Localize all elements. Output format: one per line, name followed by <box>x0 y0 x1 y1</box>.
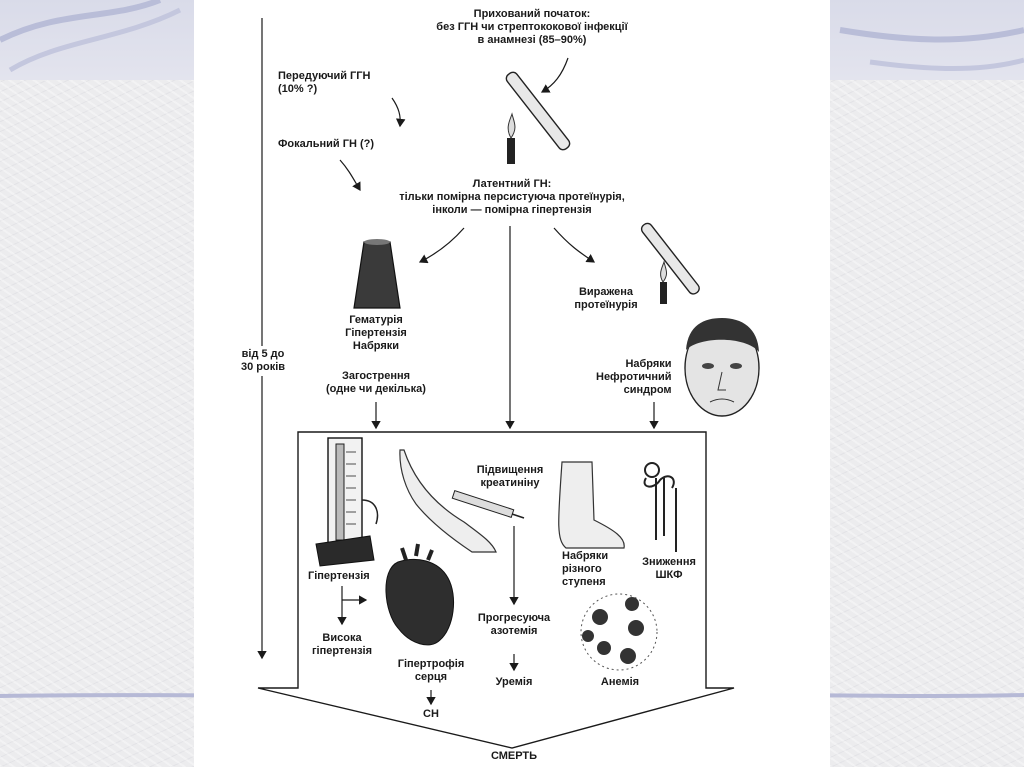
exacerbation-label: Загострення (одне чи декілька) <box>326 370 426 396</box>
latent-right-arrow <box>553 227 595 263</box>
nephrotic-line-2: Нефротичний <box>596 371 672 383</box>
hidden-onset-line-3: в анамнезі (85–90%) <box>477 34 587 46</box>
creatinine-label: Підвищення креатиніну <box>477 464 544 490</box>
hidden-onset-label: Прихований початок: без ГГН чи стрептоко… <box>436 8 627 47</box>
progressive-azotemia-label: Прогресуюча азотемія <box>478 612 550 638</box>
hypertension-label: Гіпертензія <box>308 570 370 582</box>
latent-gn-label: Латентний ГН: тільки помірна персистуюча… <box>399 178 625 217</box>
onset-arrow <box>540 57 569 93</box>
focal-gn-arrow <box>339 159 361 192</box>
high-hypertension-label: Висока гіпертензія <box>312 632 372 658</box>
prior-agn-line-1: Передуючий ГГН <box>278 70 371 82</box>
gfr-line-2: ШКФ <box>655 569 683 581</box>
test-tube-right-illustration <box>640 222 700 304</box>
nephron-illustration <box>643 462 677 552</box>
edema-degree-line-1: Набряки <box>562 550 609 562</box>
death-label: СМЕРТЬ <box>490 750 538 762</box>
heart-illustration <box>385 543 454 646</box>
creatinine-line-1: Підвищення <box>476 464 544 476</box>
sphygmomanometer-illustration <box>315 437 379 567</box>
latent-left-arrow <box>418 227 465 264</box>
blood-cells-illustration <box>580 593 658 671</box>
foot-illustration <box>558 461 625 549</box>
latent-gn-line-3: інколи — помірна гіпертензія <box>432 204 592 216</box>
anemia-label: Анемія <box>600 676 640 688</box>
exacerbation-line-1: Загострення <box>341 370 411 382</box>
severe-proteinuria-label: Виражена протеїнурія <box>574 286 637 312</box>
prior-agn-label: Передуючий ГГН (10% ?) <box>278 70 370 96</box>
gfr-label: Зниження ШКФ <box>642 556 696 582</box>
diagram-arrows <box>257 18 760 749</box>
uremia-label: Уремія <box>495 676 533 688</box>
edema-degree-line-3: ступеня <box>562 576 606 588</box>
prior-agn-line-2: (10% ?) <box>278 83 318 95</box>
progressive-azotemia-line-2: азотемія <box>490 625 538 637</box>
severe-proteinuria-line-2: протеїнурія <box>574 299 638 311</box>
nephrotic-line-1: Набряки <box>625 358 672 370</box>
patient-face-illustration <box>684 318 760 417</box>
latent-gn-line-2: тільки помірна персистуюча протеїнурія, <box>399 191 625 203</box>
high-hypertension-line-1: Висока <box>322 632 362 644</box>
progressive-azotemia-line-1: Прогресуюча <box>477 612 551 624</box>
duration-line-2: 30 років <box>240 361 286 373</box>
top-swoosh-decoration <box>0 0 1024 73</box>
latent-gn-line-1: Латентний ГН: <box>472 178 552 190</box>
hypertension-line: Гіпертензія <box>345 327 407 339</box>
hematuria-group-label: Гематурія Гіпертензія Набряки <box>345 314 407 353</box>
beaker-illustration <box>353 239 401 309</box>
hematuria-line: Гематурія <box>349 314 403 326</box>
duration-line-1: від 5 до <box>241 348 285 360</box>
prior-agn-arrow <box>391 97 406 128</box>
edema-degree-line-2: різного <box>562 563 602 575</box>
arm-syringe-illustration <box>399 449 525 553</box>
death-outcome-box <box>257 431 735 749</box>
focal-gn-label: Фокальний ГН (?) <box>278 138 374 150</box>
diagram-slide: Прихований початок: без ГГН чи стрептоко… <box>194 0 830 767</box>
gfr-line-1: Зниження <box>642 556 696 568</box>
nephrotic-line-3: синдром <box>623 384 672 396</box>
edema-line: Набряки <box>352 340 400 352</box>
test-tube-top-illustration <box>505 71 571 164</box>
duration-label: від 5 до 30 років <box>240 346 286 376</box>
hypertrophy-line-2: серця <box>414 671 448 683</box>
exacerbation-line-2: (одне чи декілька) <box>326 383 426 395</box>
hidden-onset-line-1: Прихований початок: <box>473 8 591 20</box>
hidden-onset-line-2: без ГГН чи стрептококової інфекції <box>436 21 628 33</box>
creatinine-line-2: креатиніну <box>480 477 540 489</box>
edema-degree-label: Набряки різного ступеня <box>562 550 608 589</box>
hypertrophy-label: Гіпертрофія серця <box>398 658 465 684</box>
high-hypertension-line-2: гіпертензія <box>311 645 373 657</box>
severe-proteinuria-line-1: Виражена <box>578 286 634 298</box>
hypertrophy-line-1: Гіпертрофія <box>397 658 465 670</box>
heart-failure-label: СН <box>423 708 439 720</box>
nephrotic-label: Набряки Нефротичний синдром <box>596 358 672 397</box>
